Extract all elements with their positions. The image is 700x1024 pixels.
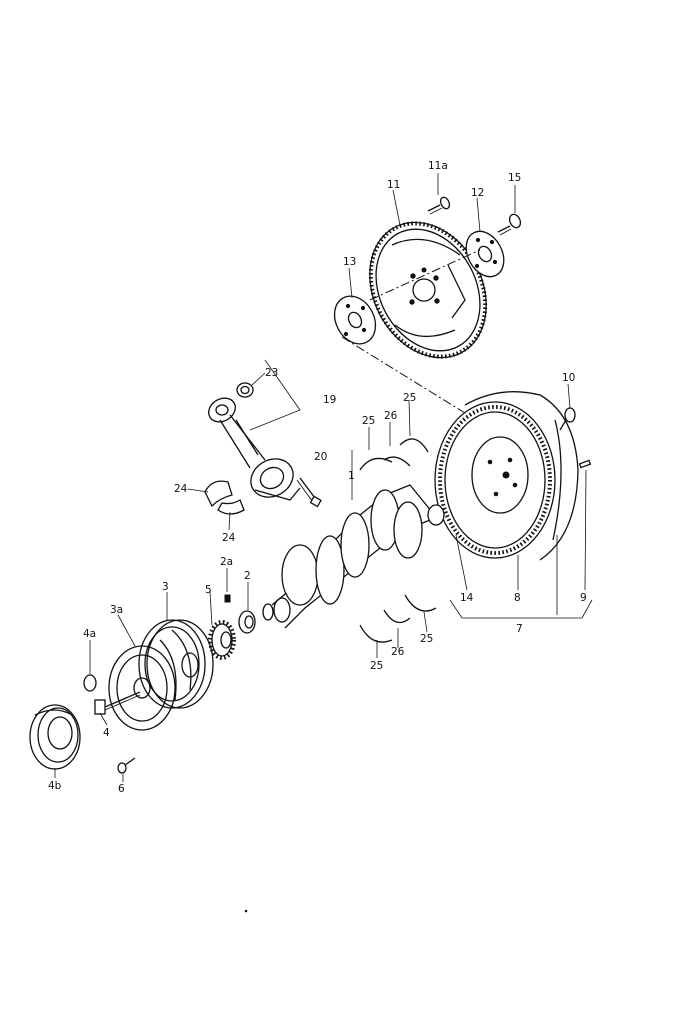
crankshaft-sprocket — [208, 620, 236, 660]
assembly-bracket — [449, 599, 593, 619]
pulley-bolt — [94, 691, 141, 715]
vibration-damper — [138, 619, 214, 709]
callout-10: 10 — [562, 372, 575, 384]
callout-11a: 11a — [428, 160, 448, 172]
callout-3a: 3a — [110, 604, 123, 616]
callout-3: 3 — [162, 581, 169, 593]
callout-11: 11 — [387, 179, 400, 191]
callout-5: 5 — [205, 584, 212, 596]
rod-bearing-shells — [204, 480, 245, 515]
flywheel-bolt — [559, 407, 576, 431]
callout-23: 23 — [265, 367, 278, 379]
rod-bracket — [249, 359, 301, 431]
crankshaft — [262, 484, 445, 629]
flex-plate-bolt — [427, 196, 451, 215]
callout-4: 4 — [103, 727, 110, 739]
callout-8: 8 — [514, 592, 521, 604]
callout-19: 19 — [323, 394, 336, 406]
main-bearing-shells-lower — [359, 594, 437, 643]
callout-25-top-right: 25 — [403, 392, 416, 404]
stray-dot — [244, 909, 248, 913]
flywheel — [434, 391, 579, 561]
plate-bolt — [497, 213, 522, 236]
auxiliary-pulley — [29, 704, 81, 770]
connecting-rod — [208, 397, 301, 501]
callout-25-top-left: 25 — [362, 415, 375, 427]
woodruff-key — [224, 594, 231, 603]
callout-26-bottom: 26 — [391, 646, 405, 658]
callout-26-top: 26 — [384, 410, 398, 422]
callout-14: 14 — [460, 592, 474, 604]
callout-1: 1 — [348, 470, 355, 482]
callout-2: 2 — [244, 570, 251, 582]
callout-2a: 2a — [220, 556, 233, 568]
dowel-pin — [578, 459, 592, 469]
callout-6: 6 — [118, 783, 125, 795]
main-bearing-shells-upper — [359, 438, 429, 471]
thrust-washer — [83, 674, 97, 692]
callout-25-bottom-right: 25 — [420, 633, 433, 645]
leader-lines — [54, 173, 587, 782]
reinforcement-plate-rear — [465, 230, 505, 278]
callout-9: 9 — [580, 592, 587, 604]
small-end-bushing — [236, 382, 254, 398]
callout-24-top: 24 — [174, 483, 188, 495]
callout-4a: 4a — [83, 628, 96, 640]
callout-15: 15 — [508, 172, 521, 184]
rod-bolt — [296, 477, 322, 508]
reinforcement-plate-front — [333, 295, 377, 345]
callout-12: 12 — [471, 187, 484, 199]
callout-20: 20 — [314, 451, 327, 463]
callout-labels: 11a 11 12 15 13 10 23 19 25 26 25 20 1 2… — [48, 160, 587, 795]
callout-24-bottom: 24 — [222, 532, 236, 544]
oil-seal — [238, 610, 256, 634]
pulley-fixing-bolt — [117, 757, 136, 774]
callout-25-bottom-left: 25 — [370, 660, 383, 672]
callout-4b: 4b — [48, 780, 62, 792]
callout-13: 13 — [343, 256, 356, 268]
crankshaft-pulley — [108, 645, 176, 731]
callout-7: 7 — [516, 623, 523, 635]
flex-plate-ring-gear — [368, 221, 488, 359]
